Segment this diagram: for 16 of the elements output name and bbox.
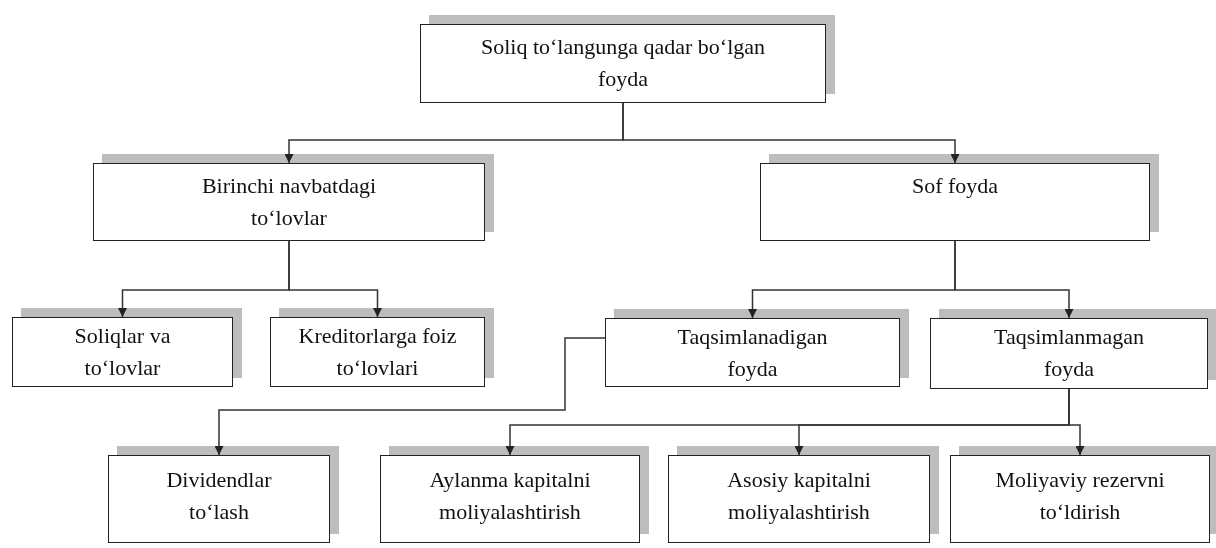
box-label: Aylanma kapitalni moliyalashtirish bbox=[428, 466, 592, 526]
box-label: Soliqlar va to‘lovlar bbox=[73, 322, 172, 382]
connector-arrow bbox=[622, 102, 960, 164]
box-label: Birinchi navbatdagi to‘lovlar bbox=[200, 172, 378, 232]
box-label: Moliyaviy rezervni to‘ldirish bbox=[994, 466, 1166, 526]
box-label: Taqsimlanmagan foyda bbox=[993, 323, 1145, 383]
connector-arrow bbox=[214, 337, 606, 456]
connector-arrow bbox=[954, 240, 1074, 319]
box-label: Soliq to‘langunga qadar bo‘lgan foyda bbox=[479, 33, 767, 93]
box-label: Dividendlar to‘lash bbox=[165, 466, 273, 526]
connector-arrow bbox=[288, 240, 382, 318]
box-label: Sof foyda bbox=[911, 172, 999, 200]
box-label: Taqsimlanadigan foyda bbox=[676, 323, 829, 383]
connector-arrow bbox=[1068, 388, 1085, 456]
box-label: Asosiy kapitalni moliyalashtirish bbox=[726, 466, 872, 526]
box-label: Kreditorlarga foiz to‘lovlari bbox=[297, 322, 458, 382]
